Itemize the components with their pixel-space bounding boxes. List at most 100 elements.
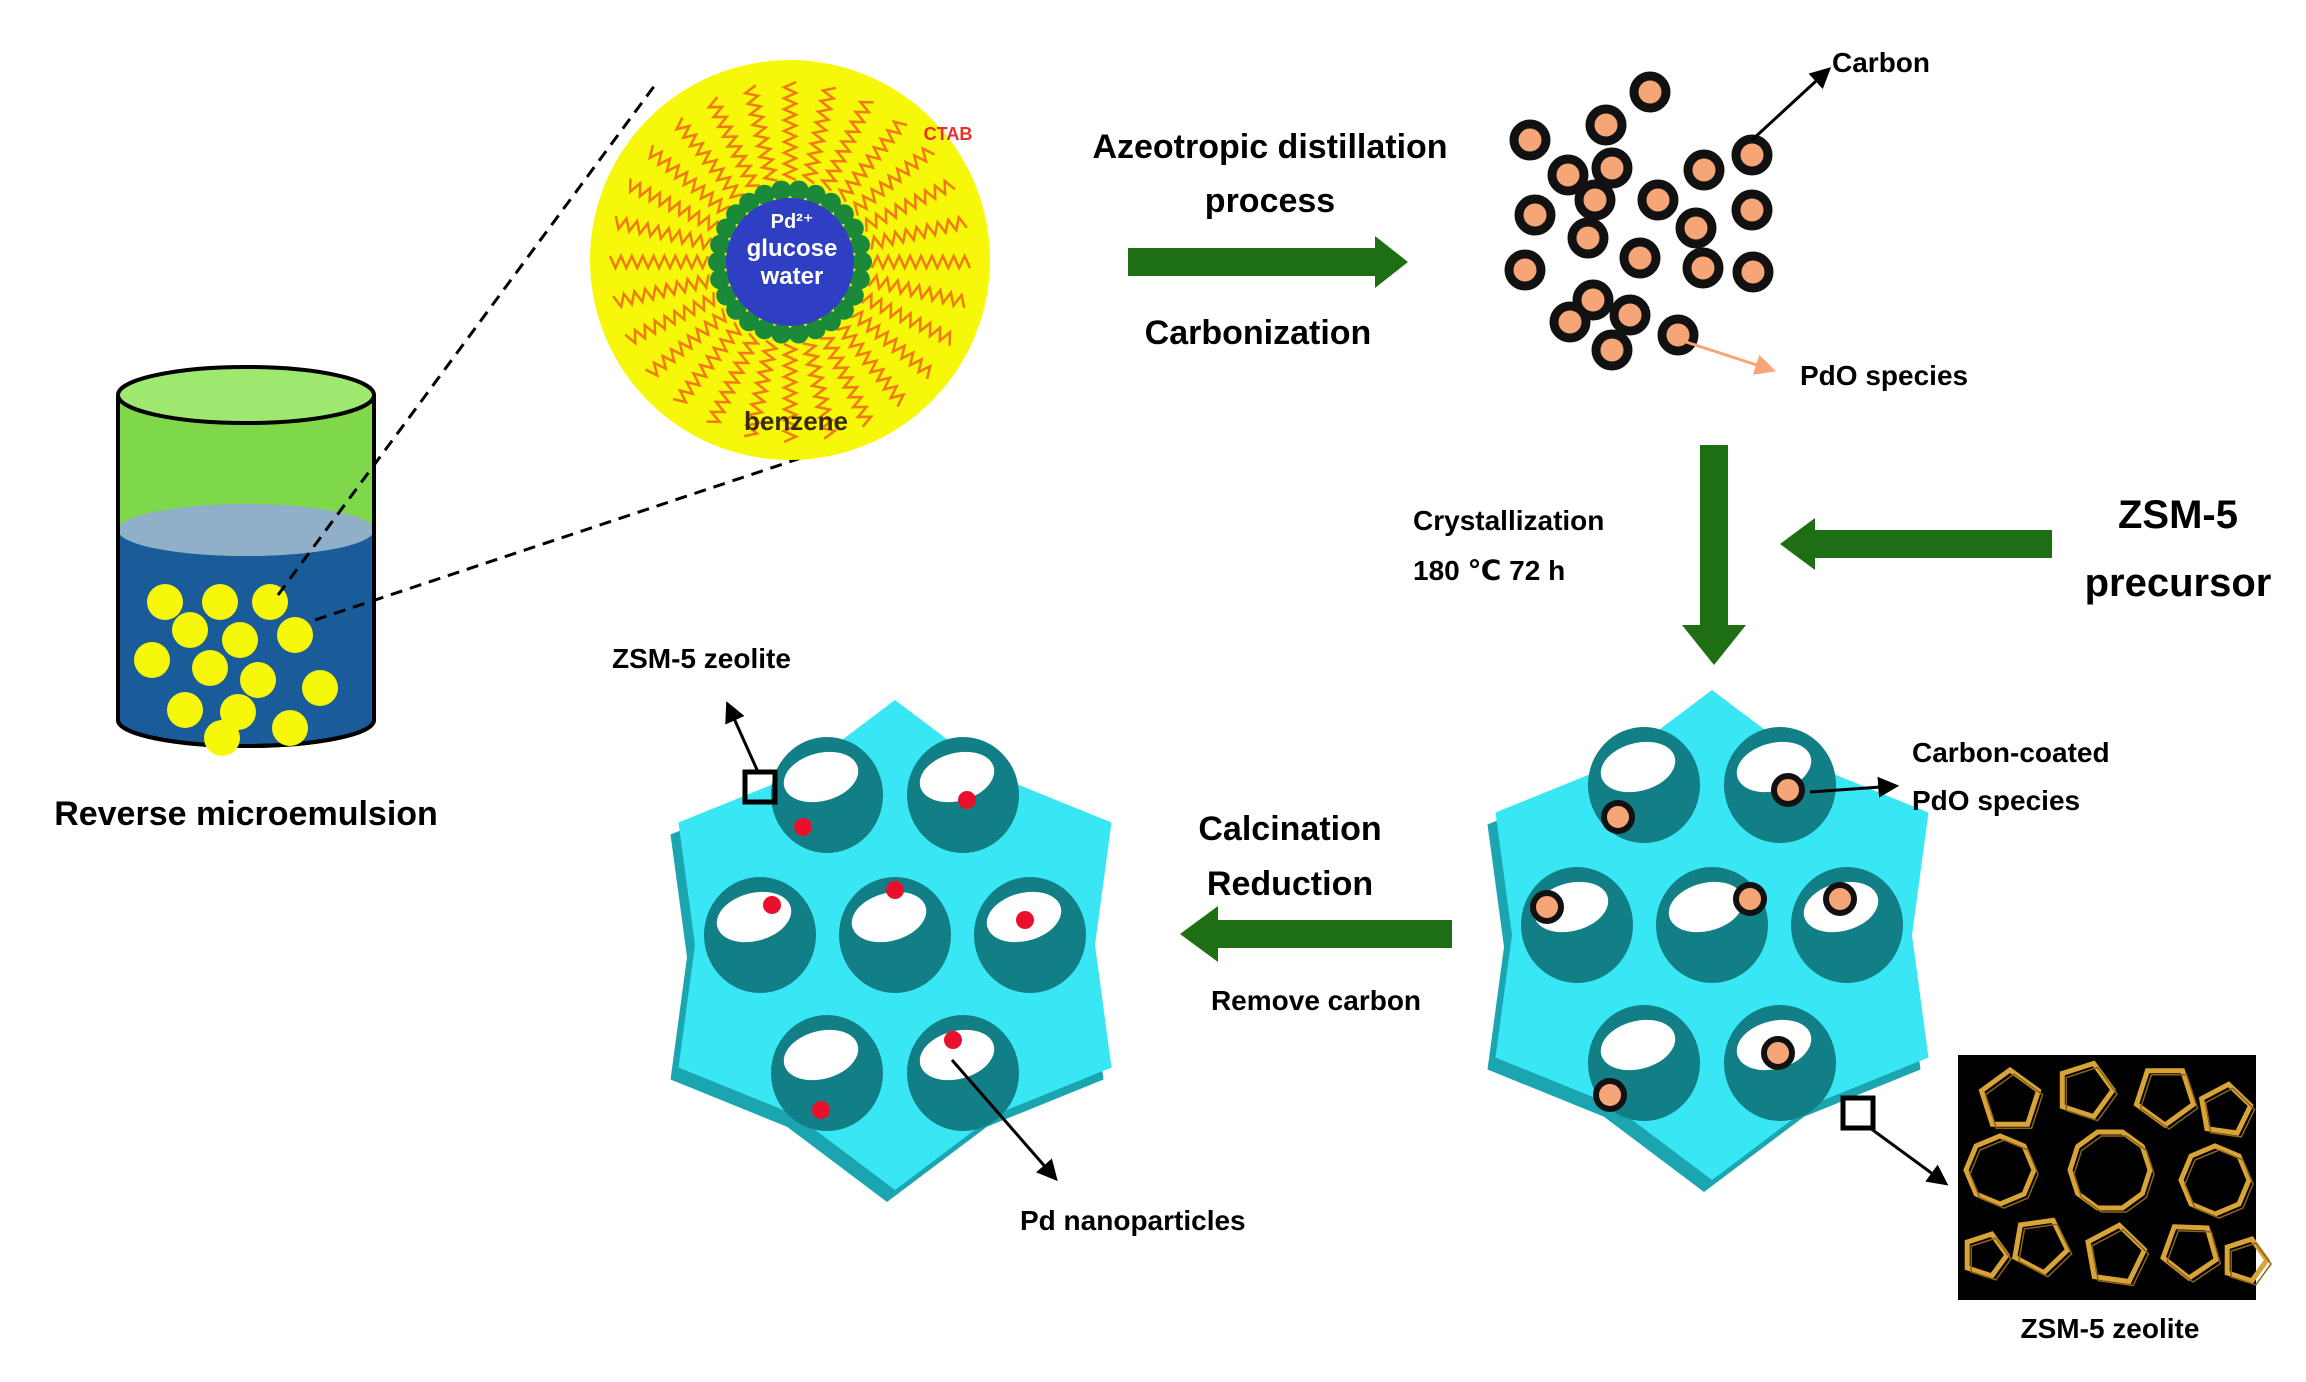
ctab-tail <box>647 144 731 215</box>
carbon-particle <box>1682 247 1724 289</box>
pd-nanoparticle <box>1016 911 1034 929</box>
ctab-tail <box>706 332 761 424</box>
zoom-line-top <box>276 84 657 596</box>
framework-ring-shade <box>1969 1139 2039 1209</box>
carbon-particle-icon <box>1504 71 1774 371</box>
beaker-icon <box>116 365 376 756</box>
framework-ring <box>1963 1133 2037 1207</box>
framework-ring <box>2067 1129 2153 1211</box>
carbon-particle <box>1547 154 1589 196</box>
ctab-head <box>739 192 760 213</box>
carbon-coated-particle <box>1771 773 1805 807</box>
ctab-label: CTAB <box>924 124 973 144</box>
framework-ring-shade <box>2204 1087 2256 1138</box>
micelle-droplet <box>167 692 203 728</box>
micelle-droplet <box>147 584 183 620</box>
ctab-tail <box>867 272 966 309</box>
ctab-head <box>771 180 792 201</box>
micelle-droplet <box>172 612 208 648</box>
ctab-tail <box>836 324 906 408</box>
ctab-tail <box>837 119 908 203</box>
carbon-particle <box>1549 301 1591 343</box>
zeolite-pore-opening <box>919 1029 995 1081</box>
arrow-calcination <box>1180 906 1452 962</box>
carbon-particle <box>1657 314 1699 356</box>
benzene-label: benzene <box>744 406 848 436</box>
pd-nanoparticle <box>812 1101 830 1119</box>
core-pd-label: Pd²⁺ <box>771 211 814 233</box>
ctab-head <box>820 311 841 332</box>
carbon-particle <box>1683 149 1725 191</box>
carbon-particle <box>1591 147 1633 189</box>
pd-nanoparticle <box>958 791 976 809</box>
zsm5-top-pointer <box>725 701 760 773</box>
carbon-coated-particle <box>1733 882 1767 916</box>
ctab-tail <box>612 273 710 310</box>
carbon-particle <box>1731 189 1773 231</box>
pd-nanoparticle <box>763 896 781 914</box>
micelle-droplet <box>134 642 170 678</box>
carbon-particle <box>1675 207 1717 249</box>
framework-ring-shade <box>1970 1237 2012 1281</box>
ctab-tail <box>852 146 936 216</box>
core-water-label: water <box>760 263 824 290</box>
ctab-head <box>710 269 731 290</box>
ctab-tail <box>743 339 780 438</box>
zeolite-honeycomb-pd-icon <box>670 700 1112 1202</box>
micelle-water-core <box>726 198 854 326</box>
carbon-coated-particle <box>1593 1078 1627 1112</box>
reverse-micelle-icon <box>590 60 990 460</box>
pdo-pointer <box>1679 338 1776 375</box>
beaker-interface <box>118 504 374 556</box>
zoom-box-left <box>742 769 778 805</box>
ctab-heads <box>708 180 872 344</box>
ctab-head <box>833 299 854 320</box>
carbon-label: Carbon <box>1832 47 1930 78</box>
micelle-droplet <box>302 670 338 706</box>
framework-ring <box>1964 1231 2011 1279</box>
carbon-particle <box>1572 279 1614 321</box>
carbon-particle <box>1504 249 1546 291</box>
framework-ring-shade <box>2139 1073 2199 1130</box>
ctab-head <box>833 204 854 225</box>
zoom-box-right <box>1840 1095 1876 1131</box>
arrow-precursor <box>1780 518 2052 570</box>
arrow-crystallization <box>1682 445 1746 665</box>
ctab-head <box>852 252 872 272</box>
crystal-pointer <box>1869 1126 1949 1186</box>
carbon-particle <box>1509 119 1551 161</box>
zeolite-pore-opening <box>783 751 859 803</box>
ctab-tail <box>628 178 720 233</box>
carbon-particle <box>1574 179 1616 221</box>
framework-ring <box>2178 1143 2252 1217</box>
carbon-particle <box>1585 104 1627 146</box>
carbonization-label: Carbonization <box>1145 314 1372 352</box>
framework-ring-shade <box>1984 1073 2044 1130</box>
zsm5-zeolite-bottom-label: ZSM-5 zeolite <box>2021 1313 2200 1344</box>
beaker-rim <box>116 365 376 425</box>
micelle-droplet <box>272 710 308 746</box>
ctab-tail <box>742 84 779 182</box>
crystallization-conditions: 180 ℃ 72 h <box>1413 555 1565 586</box>
carbon-coated-pointer <box>1809 776 1900 798</box>
pd-nanoparticles-label: Pd nanoparticles <box>1020 1205 1246 1236</box>
ctab-head <box>726 204 747 225</box>
ctab-tail <box>849 309 933 380</box>
framework-ring-shade <box>2184 1149 2254 1219</box>
carbon-particle <box>1567 217 1609 259</box>
ctab-head <box>726 299 747 320</box>
ctab-tail <box>674 116 744 200</box>
ctab-head <box>843 285 864 306</box>
framework-ring-shade <box>2065 1066 2118 1122</box>
zeolite-pore-opening <box>1668 881 1744 933</box>
pd-nanoparticle <box>794 818 812 836</box>
framework-ring <box>2160 1224 2220 1282</box>
ctab-head <box>710 234 731 255</box>
zeolite-pore-opening <box>1600 741 1676 793</box>
carbon-particle <box>1629 71 1671 113</box>
zeolite-pore-opening <box>851 891 927 943</box>
carbon-pointer <box>1750 67 1832 142</box>
ctab-head <box>788 323 809 344</box>
